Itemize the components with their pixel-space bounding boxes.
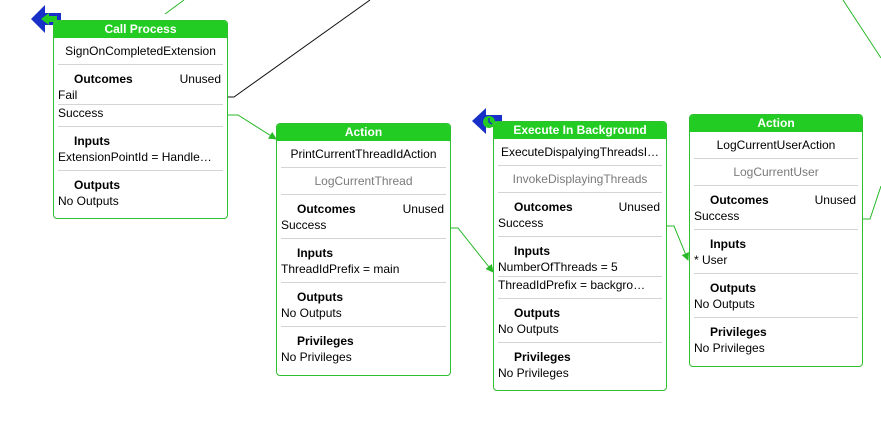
divider <box>694 229 858 230</box>
output-row: No Outputs <box>281 306 342 320</box>
outputs-section: Outputs <box>54 177 227 193</box>
privilege-row: No Privileges <box>694 341 765 355</box>
node-step-name: LogCurrentThread <box>314 174 413 188</box>
divider <box>498 165 662 166</box>
inputs-section: Inputs <box>494 243 666 259</box>
input-row[interactable]: NumberOfThreads = 5 <box>498 260 618 274</box>
input-row[interactable]: ThreadIdPrefix = backgro… <box>498 278 646 292</box>
outputs-section: Outputs <box>277 289 450 305</box>
outcomes-section: Outcomes Unused <box>494 199 666 215</box>
node-step-name: LogCurrentUser <box>733 165 819 179</box>
connector-execute-to-action[interactable] <box>667 225 690 261</box>
connector-action-outgoing[interactable] <box>863 185 881 220</box>
outcomes-section: Outcomes Unused <box>277 201 450 217</box>
divider <box>58 170 223 171</box>
node-action-name: LogCurrentUserAction <box>716 138 836 152</box>
node-header: Action <box>690 115 862 132</box>
outcome-fail[interactable]: Fail <box>58 88 78 102</box>
outcomes-unused-label: Unused <box>618 200 660 214</box>
node-header: Call Process <box>54 21 227 38</box>
outputs-section: Outputs <box>494 305 666 321</box>
call-process-node[interactable]: Call Process SignOnCompletedExtension Ou… <box>53 20 228 219</box>
divider <box>694 273 858 274</box>
divider <box>498 236 662 237</box>
inputs-section: Inputs <box>54 133 227 149</box>
divider <box>498 276 662 277</box>
outcomes-section: Outcomes Unused <box>54 71 227 87</box>
outcome-success[interactable]: Success <box>58 106 104 120</box>
connector-fail-outcome[interactable] <box>227 0 371 98</box>
node-process-name: ExecuteDispalyingThreadsI… <box>500 145 660 159</box>
outcomes-title: Outcomes <box>514 200 573 214</box>
outcome-success[interactable]: Success <box>281 218 327 232</box>
outcome-success[interactable]: Success <box>498 216 544 230</box>
outcomes-unused-label: Unused <box>814 193 856 207</box>
privilege-row: No Privileges <box>498 366 569 380</box>
outcomes-section: Outcomes Unused <box>690 192 862 208</box>
divider <box>694 317 858 318</box>
outcomes-unused-label: Unused <box>402 202 444 216</box>
privileges-section: Privileges <box>277 333 450 349</box>
node-process-name: SignOnCompletedExtension <box>65 44 216 58</box>
privileges-title: Privileges <box>710 325 767 339</box>
input-row[interactable]: ThreadIdPrefix = main <box>281 262 400 276</box>
node-header: Action <box>277 124 450 141</box>
outputs-section: Outputs <box>690 280 862 296</box>
inputs-title: Inputs <box>710 237 746 251</box>
divider <box>58 64 223 65</box>
outcomes-title: Outcomes <box>710 193 769 207</box>
divider <box>498 298 662 299</box>
background-start-icon[interactable] <box>472 108 504 134</box>
output-row: No Outputs <box>694 297 755 311</box>
outcome-success[interactable]: Success <box>694 209 740 223</box>
outputs-title: Outputs <box>297 290 343 304</box>
outcomes-title: Outcomes <box>297 202 356 216</box>
outputs-title: Outputs <box>514 306 560 320</box>
output-row: No Outputs <box>58 194 119 208</box>
divider <box>281 326 446 327</box>
connector-action-to-execute[interactable] <box>451 227 494 273</box>
privileges-title: Privileges <box>297 334 354 348</box>
node-header: Execute In Background <box>494 122 666 139</box>
inputs-title: Inputs <box>74 134 110 148</box>
privileges-section: Privileges <box>690 324 862 340</box>
inputs-title: Inputs <box>297 246 333 260</box>
action-node-log-thread[interactable]: Action PrintCurrentThreadIdAction LogCur… <box>276 123 451 376</box>
outputs-title: Outputs <box>74 178 120 192</box>
outcomes-unused-label: Unused <box>179 72 221 86</box>
connector-incoming-top-right[interactable] <box>842 0 881 59</box>
input-row[interactable]: ExtensionPointId = Handle… <box>58 150 212 164</box>
privilege-row: No Privileges <box>281 350 352 364</box>
divider <box>58 126 223 127</box>
privileges-title: Privileges <box>514 350 571 364</box>
inputs-section: Inputs <box>690 236 862 252</box>
connector-incoming-call-process[interactable] <box>164 0 185 15</box>
divider <box>694 158 858 159</box>
divider <box>281 238 446 239</box>
node-action-name: PrintCurrentThreadIdAction <box>290 147 437 161</box>
output-row: No Outputs <box>498 322 559 336</box>
input-row[interactable]: * User <box>694 253 728 267</box>
divider <box>281 167 446 168</box>
divider <box>58 104 223 105</box>
execute-background-node[interactable]: Execute In Background ExecuteDispalyingT… <box>493 121 667 391</box>
divider <box>281 282 446 283</box>
divider <box>498 342 662 343</box>
divider <box>281 194 446 195</box>
outcomes-title: Outcomes <box>74 72 133 86</box>
inputs-section: Inputs <box>277 245 450 261</box>
node-step-name: InvokeDisplayingThreads <box>512 172 648 186</box>
outputs-title: Outputs <box>710 281 756 295</box>
inputs-title: Inputs <box>514 244 550 258</box>
action-node-log-user[interactable]: Action LogCurrentUserAction LogCurrentUs… <box>689 114 863 367</box>
privileges-section: Privileges <box>494 349 666 365</box>
divider <box>694 185 858 186</box>
divider <box>498 192 662 193</box>
connector-call-process-to-action[interactable] <box>227 114 277 140</box>
